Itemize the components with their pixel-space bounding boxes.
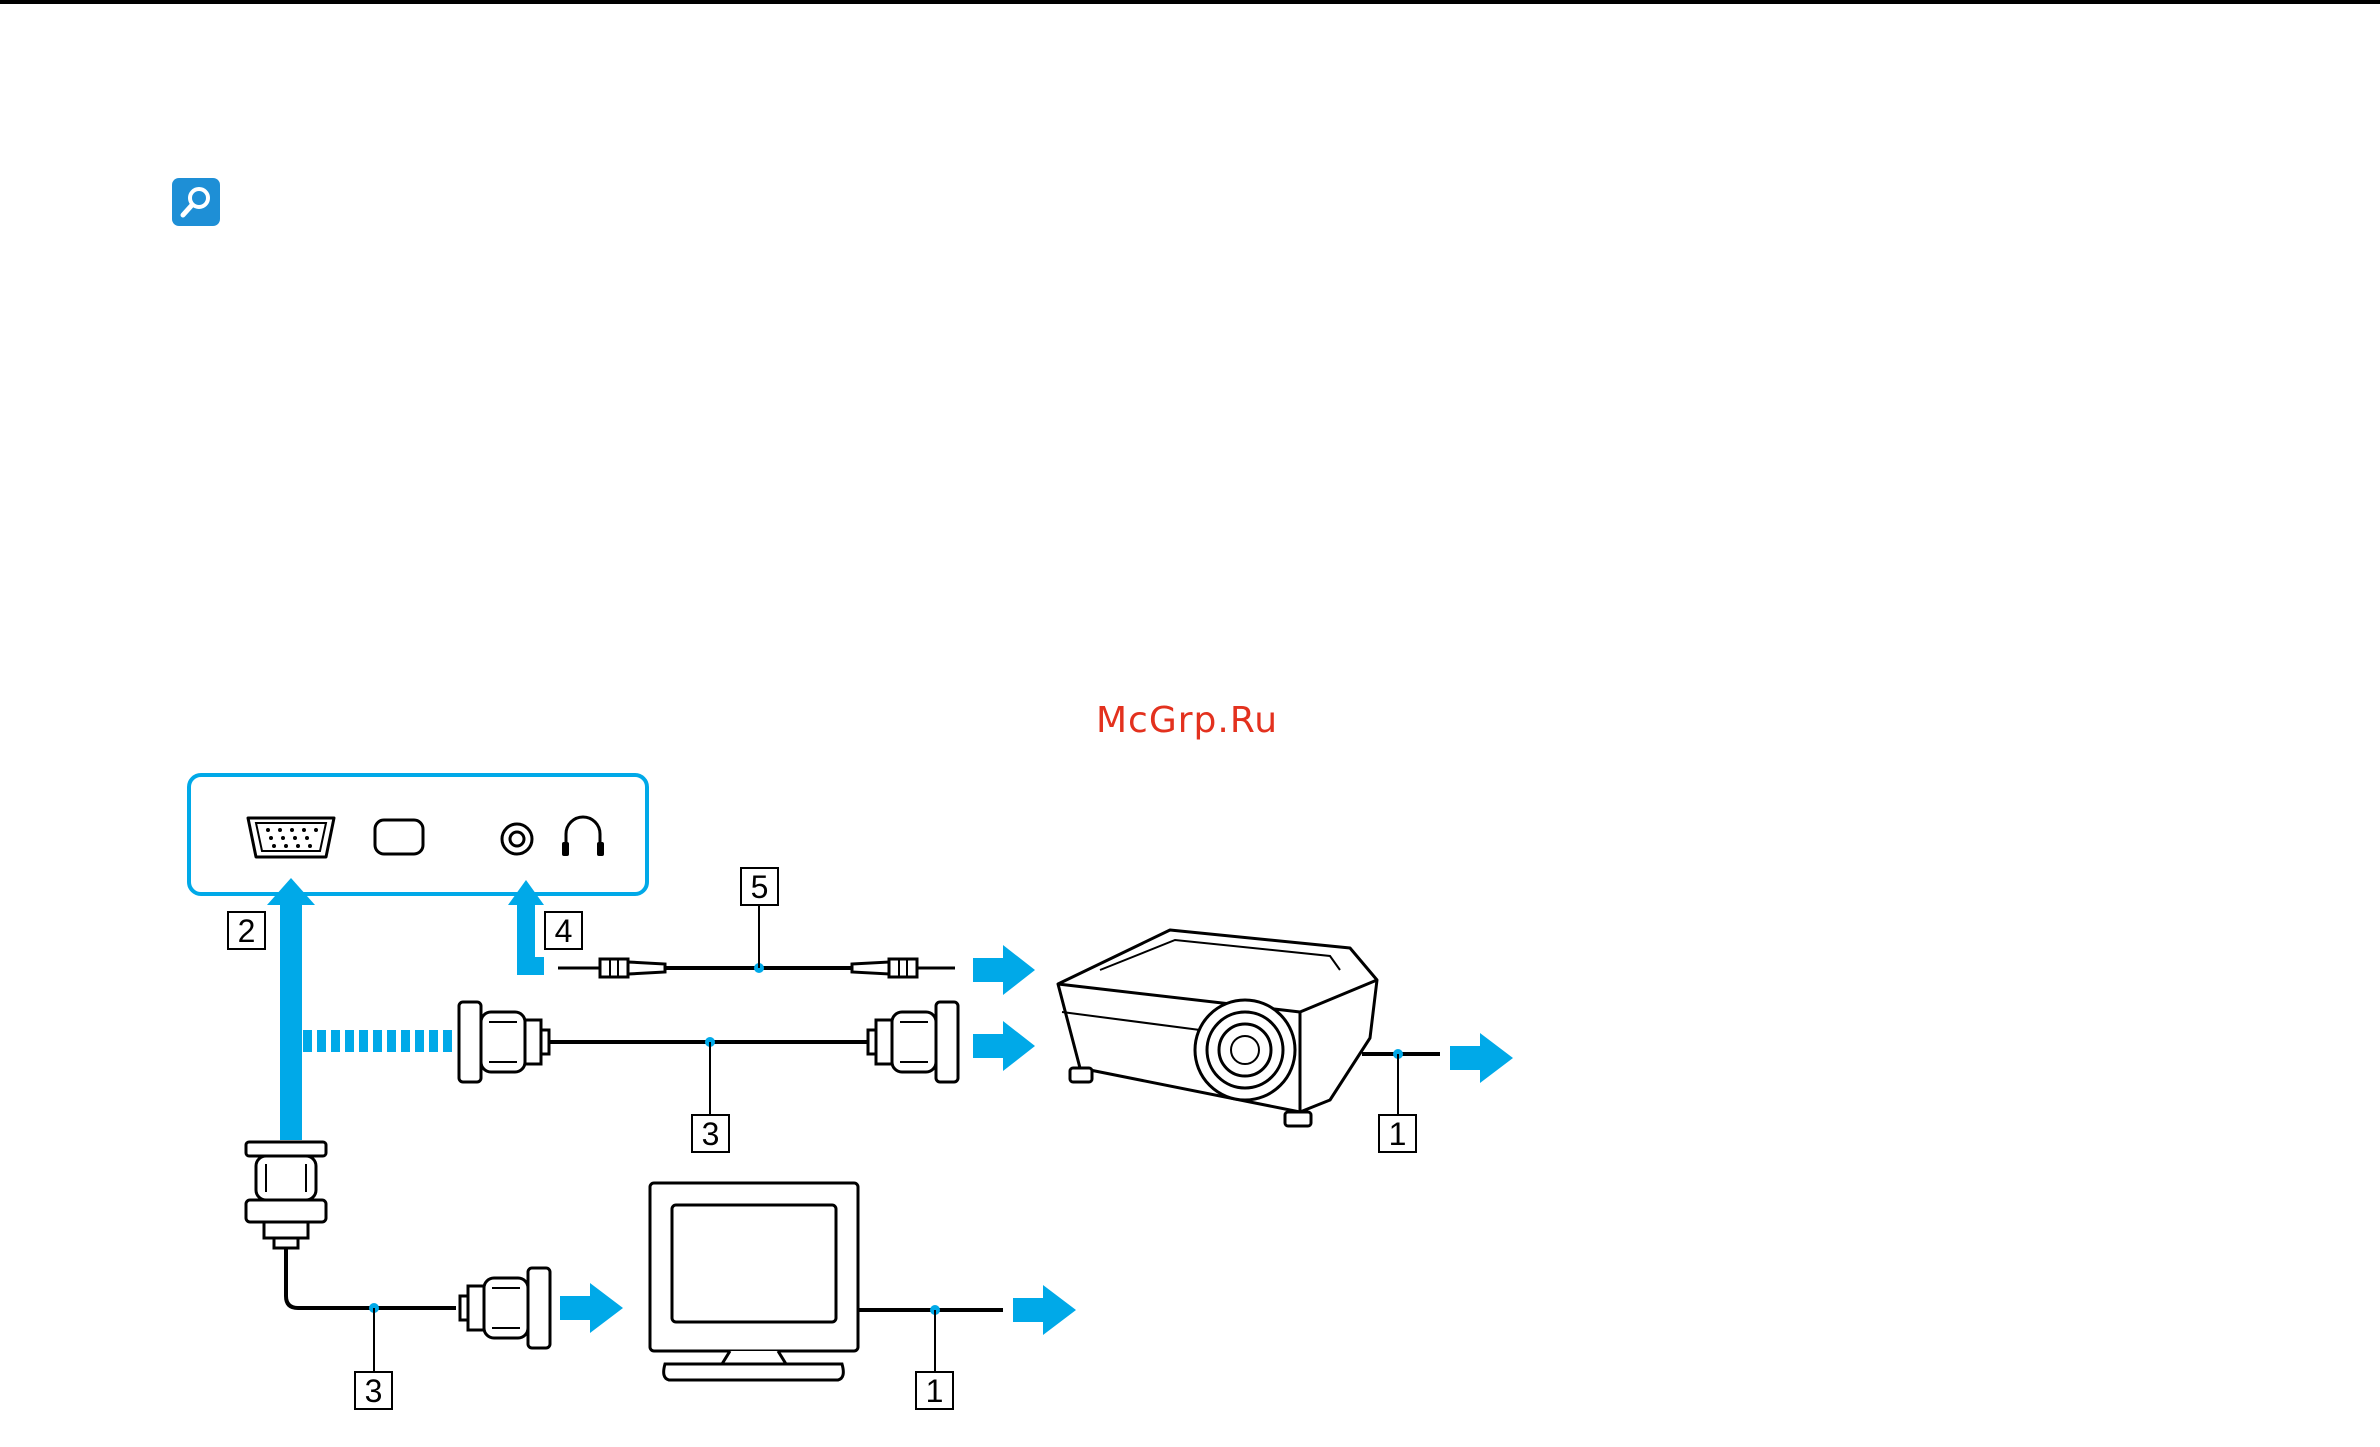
hdmi-port-icon <box>375 820 423 854</box>
svg-text:1: 1 <box>1389 1116 1407 1152</box>
callout-4: 4 <box>545 912 582 949</box>
projector <box>1058 930 1377 1126</box>
callout-3-monitor: 3 <box>355 1372 392 1409</box>
port-panel <box>189 775 647 894</box>
vga-port-icon <box>248 818 334 857</box>
callout-5: 5 <box>741 868 778 905</box>
svg-text:1: 1 <box>926 1373 944 1409</box>
audio-cable <box>558 905 955 977</box>
arrow-to-projector-audio <box>973 945 1035 995</box>
projector-power-cable <box>1362 1033 1513 1115</box>
callout-3-projector: 3 <box>692 1115 729 1152</box>
projector-vga-cable <box>459 1002 958 1115</box>
svg-text:5: 5 <box>751 869 769 905</box>
audio-jack-icon <box>502 824 532 854</box>
callout-2: 2 <box>228 912 265 949</box>
arrow-projector-power <box>1450 1033 1513 1083</box>
svg-text:3: 3 <box>702 1116 720 1152</box>
callout-1-monitor: 1 <box>916 1372 953 1409</box>
arrow-to-projector-vga <box>973 1021 1035 1071</box>
monitor <box>650 1183 858 1380</box>
monitor-vga-cable <box>246 1142 623 1372</box>
svg-text:4: 4 <box>555 913 573 949</box>
callout-1-projector: 1 <box>1379 1115 1416 1152</box>
vga-arrow <box>267 878 315 1140</box>
svg-text:2: 2 <box>238 913 256 949</box>
svg-text:3: 3 <box>365 1373 383 1409</box>
arrow-monitor-power <box>1013 1285 1076 1335</box>
monitor-power-cable <box>858 1285 1076 1372</box>
arrow-to-monitor-vga <box>560 1283 623 1333</box>
